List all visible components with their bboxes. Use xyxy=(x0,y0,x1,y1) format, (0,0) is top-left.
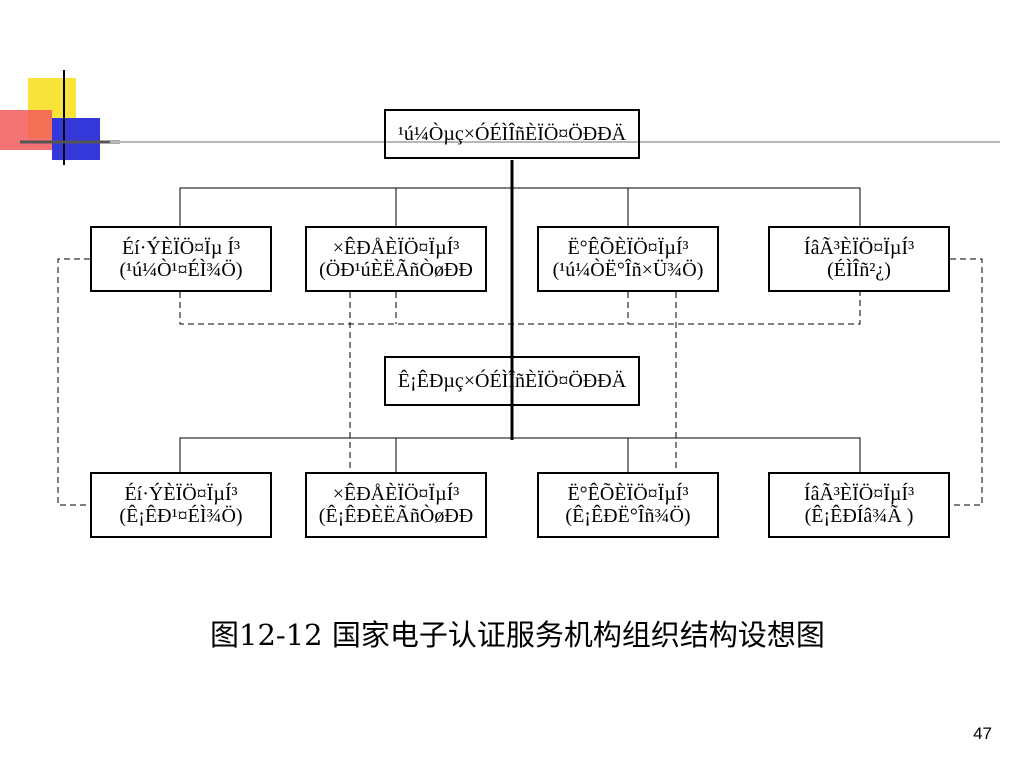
bottom-child-tax-line1: Ë°ÊÕÈÏÖ¤ÏµÍ³ xyxy=(567,483,689,505)
bottom-child-trade: ÍâÃ³ÈÏÖ¤ÏµÍ³ (Ê¡ÊÐÍâ¾­Ã ) xyxy=(768,472,950,538)
bottom-child-identity-line1: Éí·ÝÈÏÖ¤ÏµÍ³ xyxy=(124,483,238,505)
dashed-top-link xyxy=(179,292,861,325)
top-child-identity-line1: Éí·ÝÈÏÖ¤Ïµ Í³ xyxy=(121,237,241,259)
bottom-branch-line xyxy=(179,437,861,472)
top-child-identity-line2: (¹ú¼Ò¹¤ÉÌ¾Ö) xyxy=(119,259,243,281)
bottom-child-trade-line1: ÍâÃ³ÈÏÖ¤ÏµÍ³ xyxy=(803,483,915,505)
deco-red-square xyxy=(0,110,52,150)
solid-connectors xyxy=(179,160,861,472)
bottom-child-identity-line2: (Ê¡ÊÐ¹¤ÉÌ¾Ö) xyxy=(119,505,243,527)
top-branch-line xyxy=(179,187,861,226)
bottom-child-credit-line2: (Ê¡ÊÐÈËÃñÒøÐÐ xyxy=(318,505,474,527)
dashed-left-outer-link xyxy=(57,258,90,506)
top-child-credit-line1: ×ÊÐÅÈÏÖ¤ÏµÍ³ xyxy=(332,237,460,259)
middle-center-node-label: Ê¡ÊÐµç×ÓÉÌÎñÈÏÖ¤ÖÐÐÄ xyxy=(397,370,627,392)
top-child-tax-line1: Ë°ÊÕÈÏÖ¤ÏµÍ³ xyxy=(567,237,689,259)
top-child-tax: Ë°ÊÕÈÏÖ¤ÏµÍ³ (¹ú¼ÒË°Îñ×Ü¾Ö) xyxy=(537,226,719,292)
dashed-connectors xyxy=(57,258,983,506)
top-child-trade: ÍâÃ³ÈÏÖ¤ÏµÍ³ (ÉÌÎñ²¿) xyxy=(768,226,950,292)
deco-blue-square xyxy=(52,118,100,160)
top-child-trade-line2: (ÉÌÎñ²¿) xyxy=(827,259,891,281)
corner-decoration xyxy=(0,70,1000,165)
top-child-tax-line2: (¹ú¼ÒË°Îñ×Ü¾Ö) xyxy=(552,259,704,281)
top-child-credit: ×ÊÐÅÈÏÖ¤ÏµÍ³ (ÖÐ¹úÈËÃñÒøÐÐ xyxy=(305,226,487,292)
bottom-child-tax-line2: (Ê¡ÊÐË°Îñ¾Ö) xyxy=(565,505,691,527)
middle-center-node: Ê¡ÊÐµç×ÓÉÌÎñÈÏÖ¤ÖÐÐÄ xyxy=(384,356,640,406)
top-child-trade-line1: ÍâÃ³ÈÏÖ¤ÏµÍ³ xyxy=(803,237,915,259)
bottom-child-tax: Ë°ÊÕÈÏÖ¤ÏµÍ³ (Ê¡ÊÐË°Îñ¾Ö) xyxy=(537,472,719,538)
top-child-identity: Éí·ÝÈÏÖ¤Ïµ Í³ (¹ú¼Ò¹¤ÉÌ¾Ö) xyxy=(90,226,272,292)
top-center-node-label: ¹ú¼Òµç×ÓÉÌÎñÈÏÖ¤ÖÐÐÄ xyxy=(397,123,627,145)
top-center-node: ¹ú¼Òµç×ÓÉÌÎñÈÏÖ¤ÖÐÐÄ xyxy=(384,109,640,159)
dashed-right-outer-link xyxy=(950,258,983,506)
bottom-child-identity: Éí·ÝÈÏÖ¤ÏµÍ³ (Ê¡ÊÐ¹¤ÉÌ¾Ö) xyxy=(90,472,272,538)
bottom-child-trade-line2: (Ê¡ÊÐÍâ¾­Ã ) xyxy=(804,505,914,527)
bottom-child-credit-line1: ×ÊÐÅÈÏÖ¤ÏµÍ³ xyxy=(332,483,460,505)
top-child-credit-line2: (ÖÐ¹úÈËÃñÒøÐÐ xyxy=(319,259,473,281)
bottom-child-credit: ×ÊÐÅÈÏÖ¤ÏµÍ³ (Ê¡ÊÐÈËÃñÒøÐÐ xyxy=(305,472,487,538)
figure-caption: 图12-12 国家电子认证服务机构组织结构设想图 xyxy=(210,618,825,652)
page-number: 47 xyxy=(973,724,992,743)
